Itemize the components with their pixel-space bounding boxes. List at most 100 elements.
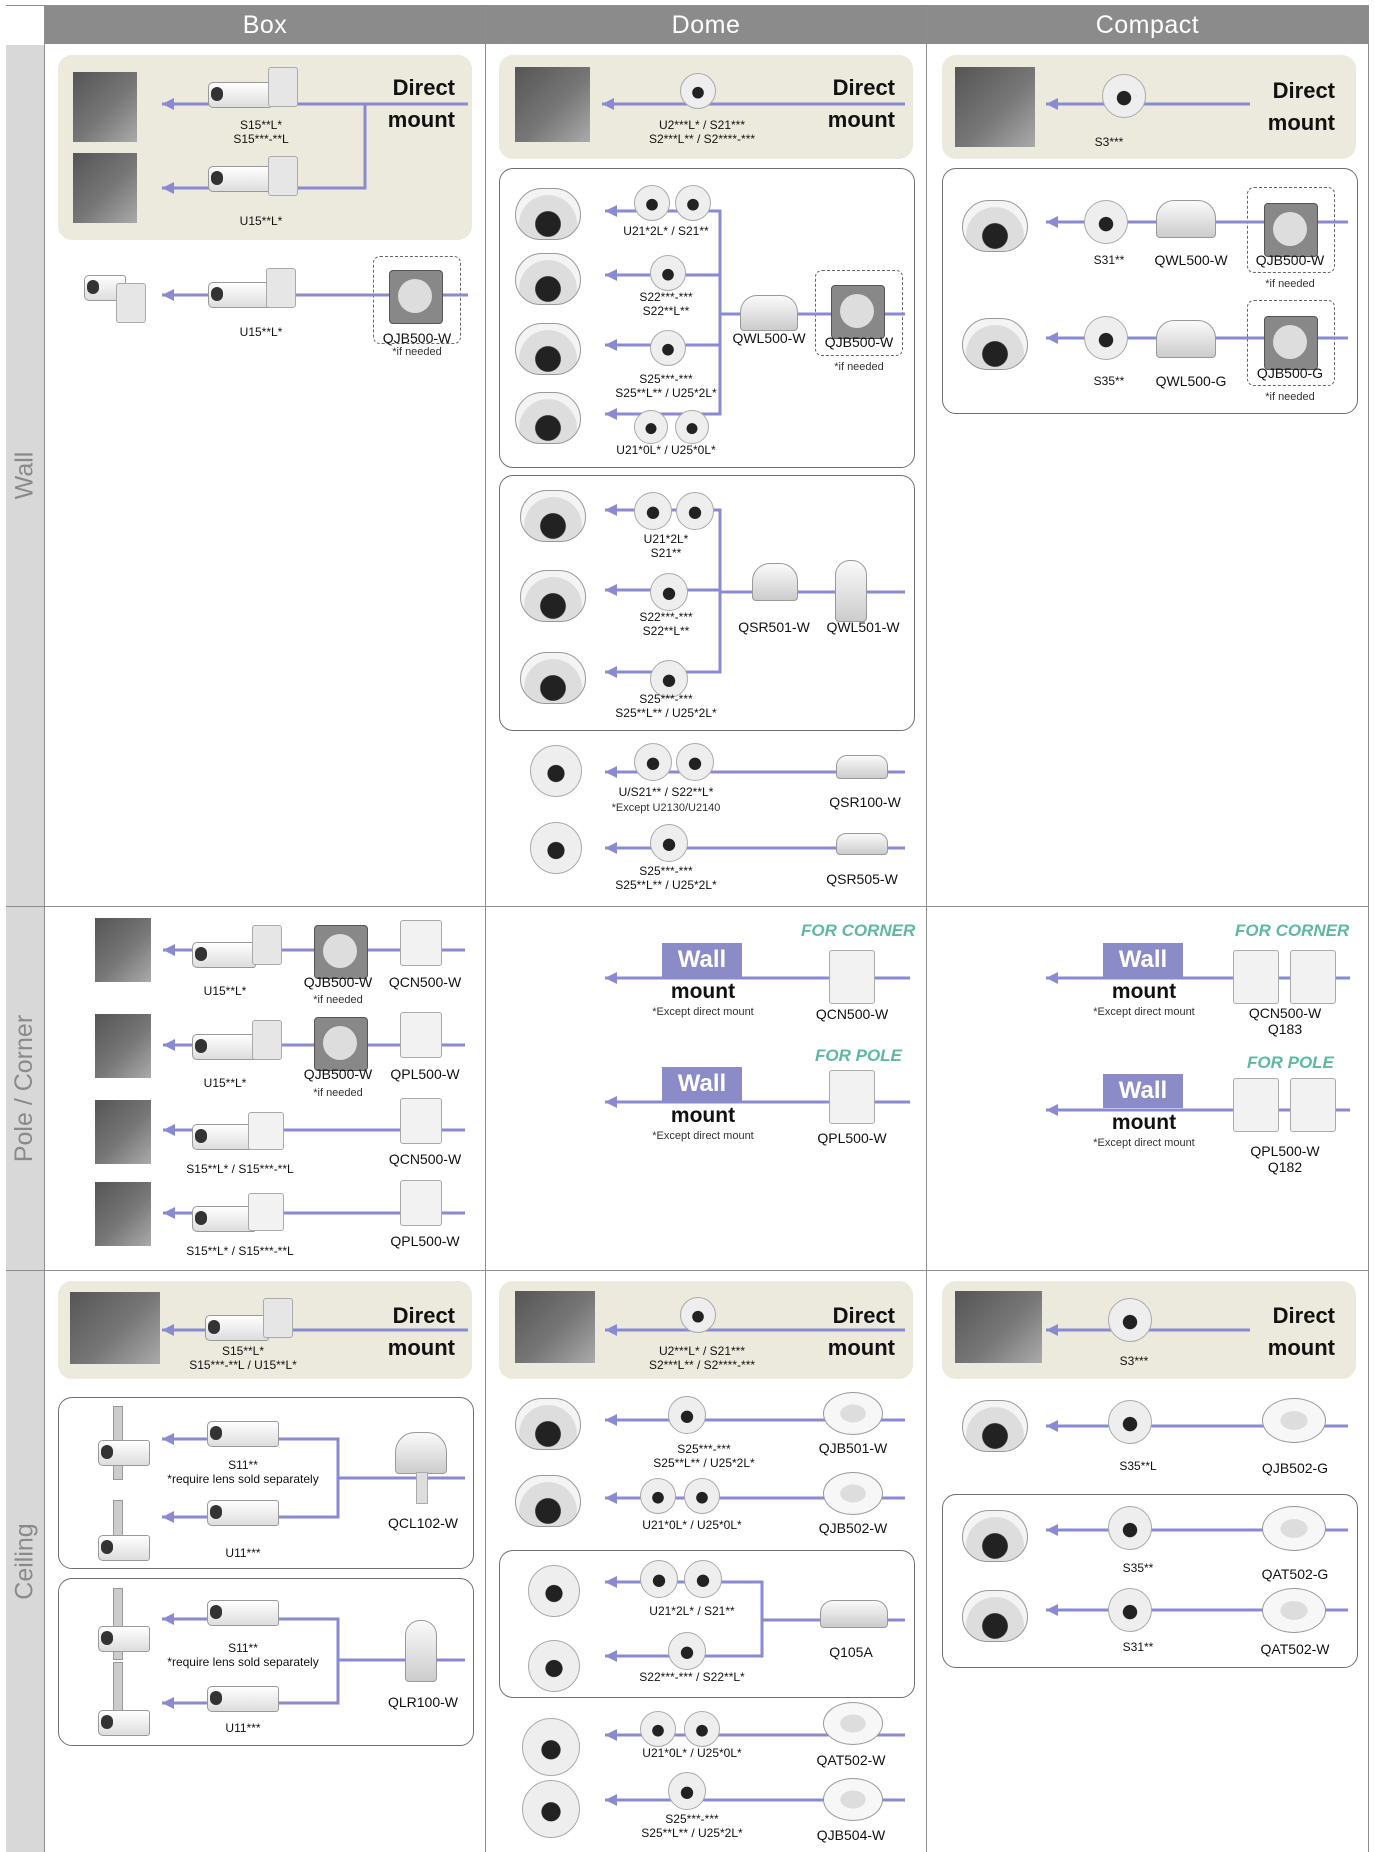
- part-qpl500w: QPL500-W: [390, 1066, 459, 1082]
- mount-stem-icon: [416, 1472, 428, 1504]
- model-text: U2***L* / S21***: [649, 118, 755, 132]
- ceiling-mount-ring-icon: [1262, 1398, 1326, 1443]
- dome-camera-icon: [1108, 1400, 1152, 1444]
- mount-accessory-icon: [395, 1432, 447, 1474]
- lens-icon: [101, 1445, 113, 1459]
- lens-icon: [101, 1715, 113, 1729]
- model-label: S25***-***S25**L** / U25*2L*: [615, 864, 716, 892]
- mount-label: mount: [1112, 980, 1176, 1004]
- mount-accessory-icon: [836, 755, 888, 779]
- note-except: *Except U2130/U2140: [612, 802, 721, 814]
- part-qjb501w: QJB501-W: [819, 1440, 887, 1456]
- dome-camera-icon: [640, 1478, 676, 1514]
- dome-camera-icon: [522, 1780, 580, 1838]
- note-if-needed: *if needed: [313, 994, 363, 1006]
- lens-icon: [210, 1691, 222, 1705]
- wall-photo: [73, 72, 137, 142]
- wall-photo: [70, 1292, 160, 1364]
- part-q105a: Q105A: [829, 1644, 873, 1660]
- dome-camera-icon: [528, 1565, 580, 1617]
- dome-camera-icon: [522, 1718, 580, 1776]
- mount-text: mount: [810, 104, 895, 136]
- mount-accessory-icon: [835, 560, 867, 622]
- dome-camera-icon: [530, 745, 582, 797]
- model-text: S25***-***: [615, 372, 716, 386]
- dome-camera-icon: [668, 1396, 706, 1434]
- arrow-head: [1046, 1104, 1058, 1116]
- dome-on-mount-icon: [515, 323, 581, 375]
- model-text: S25***-***: [653, 1442, 754, 1456]
- wall-photo: [73, 153, 137, 223]
- arrow-head: [163, 1039, 175, 1051]
- grid-line: [6, 906, 1369, 907]
- part-qjb502g: QJB502-G: [1262, 1460, 1328, 1476]
- model-text: S22***-***: [639, 290, 692, 304]
- row-label-wall: Wall: [6, 45, 44, 906]
- dome-camera-icon: [684, 1560, 722, 1598]
- lens-icon: [210, 1426, 222, 1440]
- model-label: S25***-***S25**L** / U25*2L*: [653, 1442, 754, 1470]
- part-qsr100w: QSR100-W: [829, 794, 901, 810]
- dome-on-mount-icon: [520, 570, 586, 622]
- model-text: S25**L** / U25*2L*: [615, 706, 716, 720]
- bracket-icon: [116, 283, 146, 323]
- dome-on-mount-icon: [515, 188, 581, 240]
- direct-text: Direct: [810, 1300, 895, 1332]
- arrow-head: [605, 1794, 617, 1806]
- model-label: S31**: [1123, 1640, 1154, 1654]
- model-label: U21*0L* / U25*0L*: [616, 443, 715, 457]
- wall-photo: [955, 1291, 1042, 1363]
- dome-camera-icon: [634, 743, 672, 781]
- mount-plate-icon: [248, 1112, 284, 1150]
- for-corner-label: FOR CORNER: [801, 921, 915, 941]
- wall-photo: [95, 918, 151, 982]
- wall-photo: [515, 1291, 595, 1363]
- mount-plate-icon: [829, 950, 875, 1004]
- grid-line: [6, 1270, 1369, 1271]
- grid-line: [44, 5, 45, 1852]
- direct-mount-label: Directmount: [810, 1300, 895, 1364]
- model-label: S22***-*** / S22**L*: [639, 1670, 744, 1684]
- wall-mount-box: Wall: [662, 1067, 742, 1101]
- row-label-pole-corner: Pole / Corner: [6, 907, 44, 1270]
- ceiling-mount-ring-icon: [823, 1702, 883, 1745]
- mount-plate-icon: [1290, 1078, 1336, 1132]
- mount-accessory-icon: [1156, 320, 1216, 358]
- part-qjb502w: QJB502-W: [819, 1520, 887, 1536]
- arrow-head: [605, 1414, 617, 1426]
- part-qcn500w: QCN500-W: [389, 974, 461, 990]
- model-label: S31**: [1094, 253, 1125, 267]
- model-text: S25***-***: [641, 1812, 742, 1826]
- model-text: S25***-***: [615, 692, 716, 706]
- note-if-needed: *if needed: [1265, 278, 1315, 290]
- lens-icon: [195, 1211, 207, 1225]
- arrow-head: [605, 1492, 617, 1504]
- arrow-head: [605, 766, 617, 778]
- model-label: U15**L*: [204, 1076, 247, 1090]
- ceiling-mount-ring-icon: [823, 1472, 883, 1515]
- model-label: S3***: [1095, 135, 1124, 149]
- lens-icon: [101, 1631, 113, 1645]
- dome-camera-icon: [640, 1560, 678, 1598]
- lens-icon: [210, 1505, 222, 1519]
- for-corner-label: FOR CORNER: [1235, 921, 1349, 941]
- dome-camera-icon: [640, 1711, 676, 1747]
- part-q183: Q183: [1249, 1021, 1321, 1037]
- note-except-direct: *Except direct mount: [652, 1006, 754, 1018]
- note-require-lens: *require lens sold separately: [167, 1472, 318, 1486]
- direct-text: Direct: [810, 72, 895, 104]
- lens-icon: [211, 87, 223, 101]
- row-label-text: Ceiling: [11, 1523, 40, 1599]
- arrow-head: [605, 1729, 617, 1741]
- model-label: U21*2L* / S21**: [649, 1604, 734, 1618]
- ceiling-mount-ring-icon: [823, 1778, 883, 1821]
- part-qcl102w: QCL102-W: [388, 1515, 458, 1531]
- model-label: S15**L* / S15***-**L: [186, 1244, 293, 1258]
- junction-box-face: [1273, 325, 1307, 359]
- arrow-head: [1046, 972, 1058, 984]
- dome-camera-icon: [684, 1711, 720, 1747]
- for-pole-label: FOR POLE: [1247, 1053, 1334, 1073]
- model-text: S22**L**: [639, 304, 692, 318]
- model-label: U21*2L*S21**: [644, 532, 689, 560]
- arrow-head: [162, 289, 174, 301]
